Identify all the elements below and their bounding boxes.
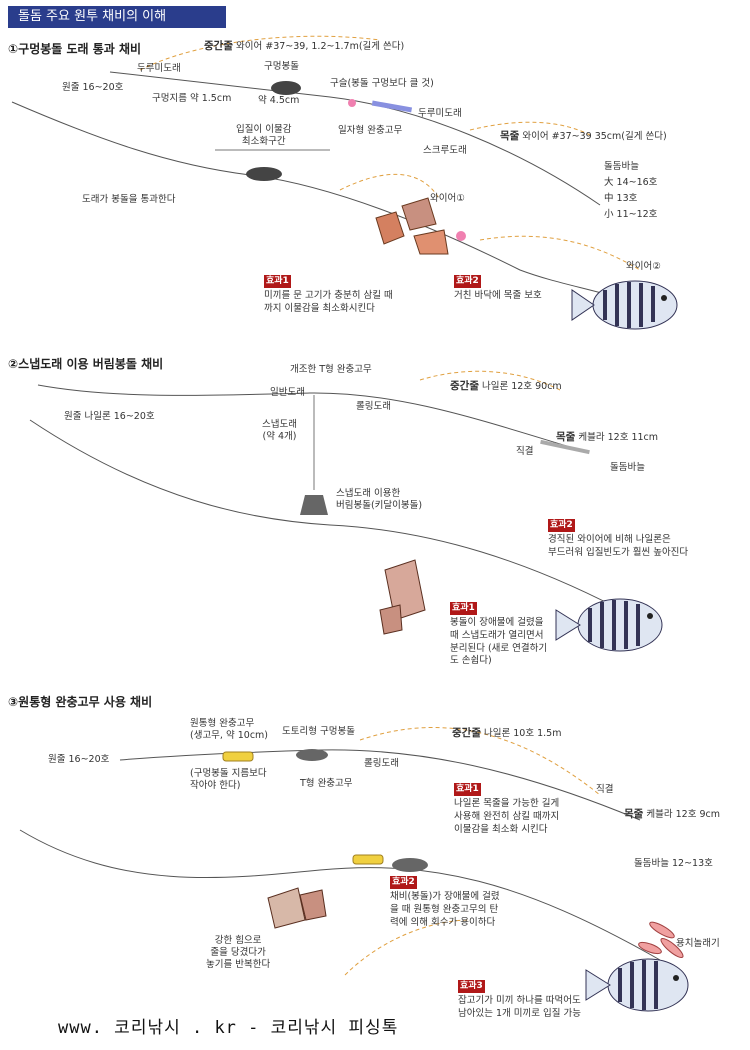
s2-effect2-text: 경직된 와이어에 비해 나일론은 부드러워 입질빈도가 훨씬 높아진다 bbox=[548, 534, 689, 558]
header-title: 돌돔 주요 원투 채비의 이해 bbox=[8, 6, 226, 28]
rig1-top bbox=[109, 35, 601, 206]
s2-direct: 직결 bbox=[516, 446, 534, 457]
s3-effect3-text: 잡고기가 미끼 하나를 따먹어도 남아있는 1개 미끼로 입질 가능 bbox=[458, 995, 582, 1019]
tube-cushion-3a bbox=[222, 751, 254, 762]
s3-mid-line: 중간줄 나일론 10호 1.5m bbox=[452, 727, 562, 739]
s2-hook: 돌돔바늘 bbox=[610, 462, 645, 473]
rocks-2 bbox=[379, 559, 426, 635]
s1-hook-large: 大 14~16호 bbox=[604, 177, 658, 188]
s3-effect1-tag: 효과1 bbox=[454, 783, 481, 796]
s2-tcushion: 개조한 T형 완충고무 bbox=[290, 364, 372, 375]
section3-title: ③원통형 완충고무 사용 채비 bbox=[8, 695, 153, 709]
s3-main-line: 원줄 16~20호 bbox=[48, 754, 110, 765]
s1-sinker: 구멍봉돌 bbox=[264, 61, 299, 72]
s3-bait: 용치놀래기 bbox=[676, 938, 720, 949]
s3-rolling: 롤링도래 bbox=[364, 758, 399, 769]
s1-swivel2: 두루미도래 bbox=[418, 108, 462, 119]
discard-sinker-2 bbox=[300, 495, 328, 515]
s2-normal-swivel: 일반도래 bbox=[270, 387, 305, 398]
s1-leader: 목줄 와이어 #37~39 35cm(길게 쓴다) bbox=[500, 130, 667, 142]
rig3-top bbox=[19, 727, 661, 976]
acorn-sinker-3b bbox=[392, 858, 428, 872]
leader-kevlar-2 bbox=[540, 439, 590, 455]
s1-bead: 구슬(봉돌 구멍보다 클 것) bbox=[330, 78, 434, 89]
s2-leader: 목줄 케블라 12호 11cm bbox=[556, 431, 659, 443]
s3-effect3-tag: 효과3 bbox=[458, 980, 485, 993]
s3-leader: 목줄 케블라 12호 9cm bbox=[624, 808, 720, 820]
s2-mid-line: 중간줄 나일론 12호 90cm bbox=[450, 380, 562, 392]
rocks-3 bbox=[267, 887, 327, 929]
s1-hook-head: 돌돔바늘 bbox=[604, 161, 639, 172]
s1-wire2: 와이어② bbox=[626, 261, 661, 272]
tube-cushion-3b bbox=[352, 854, 384, 865]
s3-effect2-text: 채비(봉돌)가 장애물에 걸렸 을 때 원통형 완충고무의 탄 력에 의해 회수… bbox=[390, 891, 500, 928]
section1-title: ①구멍봉돌 도래 통과 채비 bbox=[8, 42, 142, 56]
s1-sinker-size: 약 4.5cm bbox=[258, 95, 300, 106]
rocks-1 bbox=[375, 197, 449, 255]
s2-effect1-text: 봉돌이 장애물에 걸렸을 때 스냅도래가 열리면서 분리된다 (새로 연결하기 … bbox=[450, 617, 548, 667]
s1-hook-mid: 中 13호 bbox=[604, 193, 638, 204]
s3-tube: 원통형 완충고무(생고무, 약 10cm) bbox=[190, 718, 268, 741]
cushion-1 bbox=[371, 100, 413, 113]
s1-cushion: 일자형 완충고무 bbox=[338, 125, 403, 136]
hole-sinker-1 bbox=[271, 81, 301, 95]
footer-url: www. 코리낚시 . kr - 코리낚시 피싱톡 bbox=[58, 1018, 399, 1038]
s1-snap: 스크루도래 bbox=[423, 145, 467, 156]
s1-mid-line: 중간줄 와이어 #37~39, 1.2~1.7m(길게 쓴다) bbox=[204, 40, 405, 52]
fish-3 bbox=[585, 958, 689, 1012]
s1-hook-small: 小 11~12호 bbox=[604, 209, 658, 220]
rig2-top bbox=[29, 370, 641, 621]
hole-sinker-2 bbox=[246, 167, 282, 181]
s1-effect1-tag: 효과1 bbox=[264, 275, 291, 288]
fish-2 bbox=[555, 598, 663, 652]
s2-effect2-tag: 효과2 bbox=[548, 519, 575, 532]
s2-effect1-tag: 효과1 bbox=[450, 602, 477, 615]
bead-1 bbox=[348, 99, 356, 107]
bead-2 bbox=[456, 231, 466, 241]
s1-hole-size: 구멍지름 약 1.5cm bbox=[152, 93, 232, 104]
bait-fish-3 bbox=[638, 921, 684, 959]
s2-main-line: 원줄 나일론 16~20호 bbox=[64, 411, 155, 422]
section2-title: ②스냅도래 이용 버림봉돌 채비 bbox=[8, 357, 164, 371]
fish-1 bbox=[571, 280, 678, 330]
s3-direct: 직결 bbox=[596, 784, 614, 795]
s3-tcushion: T형 완충고무 bbox=[300, 778, 353, 789]
s1-main-line: 원줄 16~20호 bbox=[62, 82, 124, 93]
s1-effect2-text: 거친 바닥에 목줄 보호 bbox=[454, 290, 542, 301]
s3-hook: 돌돔바늘 12~13호 bbox=[634, 858, 713, 869]
s3-effect1-text: 나일론 목줄을 가능한 길게 사용해 완전히 삼킬 때까지 이물감을 최소화 시… bbox=[454, 798, 560, 835]
s1-swivel1: 두루미도래 bbox=[137, 63, 181, 74]
s1-pass: 도래가 봉돌을 통과한다 bbox=[82, 194, 176, 205]
acorn-sinker-3a bbox=[296, 749, 328, 761]
rig1-bottom bbox=[11, 101, 641, 306]
s3-sinker: 도토리형 구멍봉돌 bbox=[282, 726, 355, 737]
s2-rolling: 롤링도래 bbox=[356, 401, 391, 412]
s2-snap: 스냅도래(약 4개) bbox=[262, 419, 297, 442]
s1-effect2-tag: 효과2 bbox=[454, 275, 481, 288]
s1-wire1: 와이어① bbox=[430, 193, 465, 204]
s3-effect2-tag: 효과2 bbox=[390, 876, 417, 889]
s1-effect1-text: 미끼를 문 고기가 충분히 삼킬 때 까지 이물감을 최소화시킨다 bbox=[264, 290, 393, 314]
